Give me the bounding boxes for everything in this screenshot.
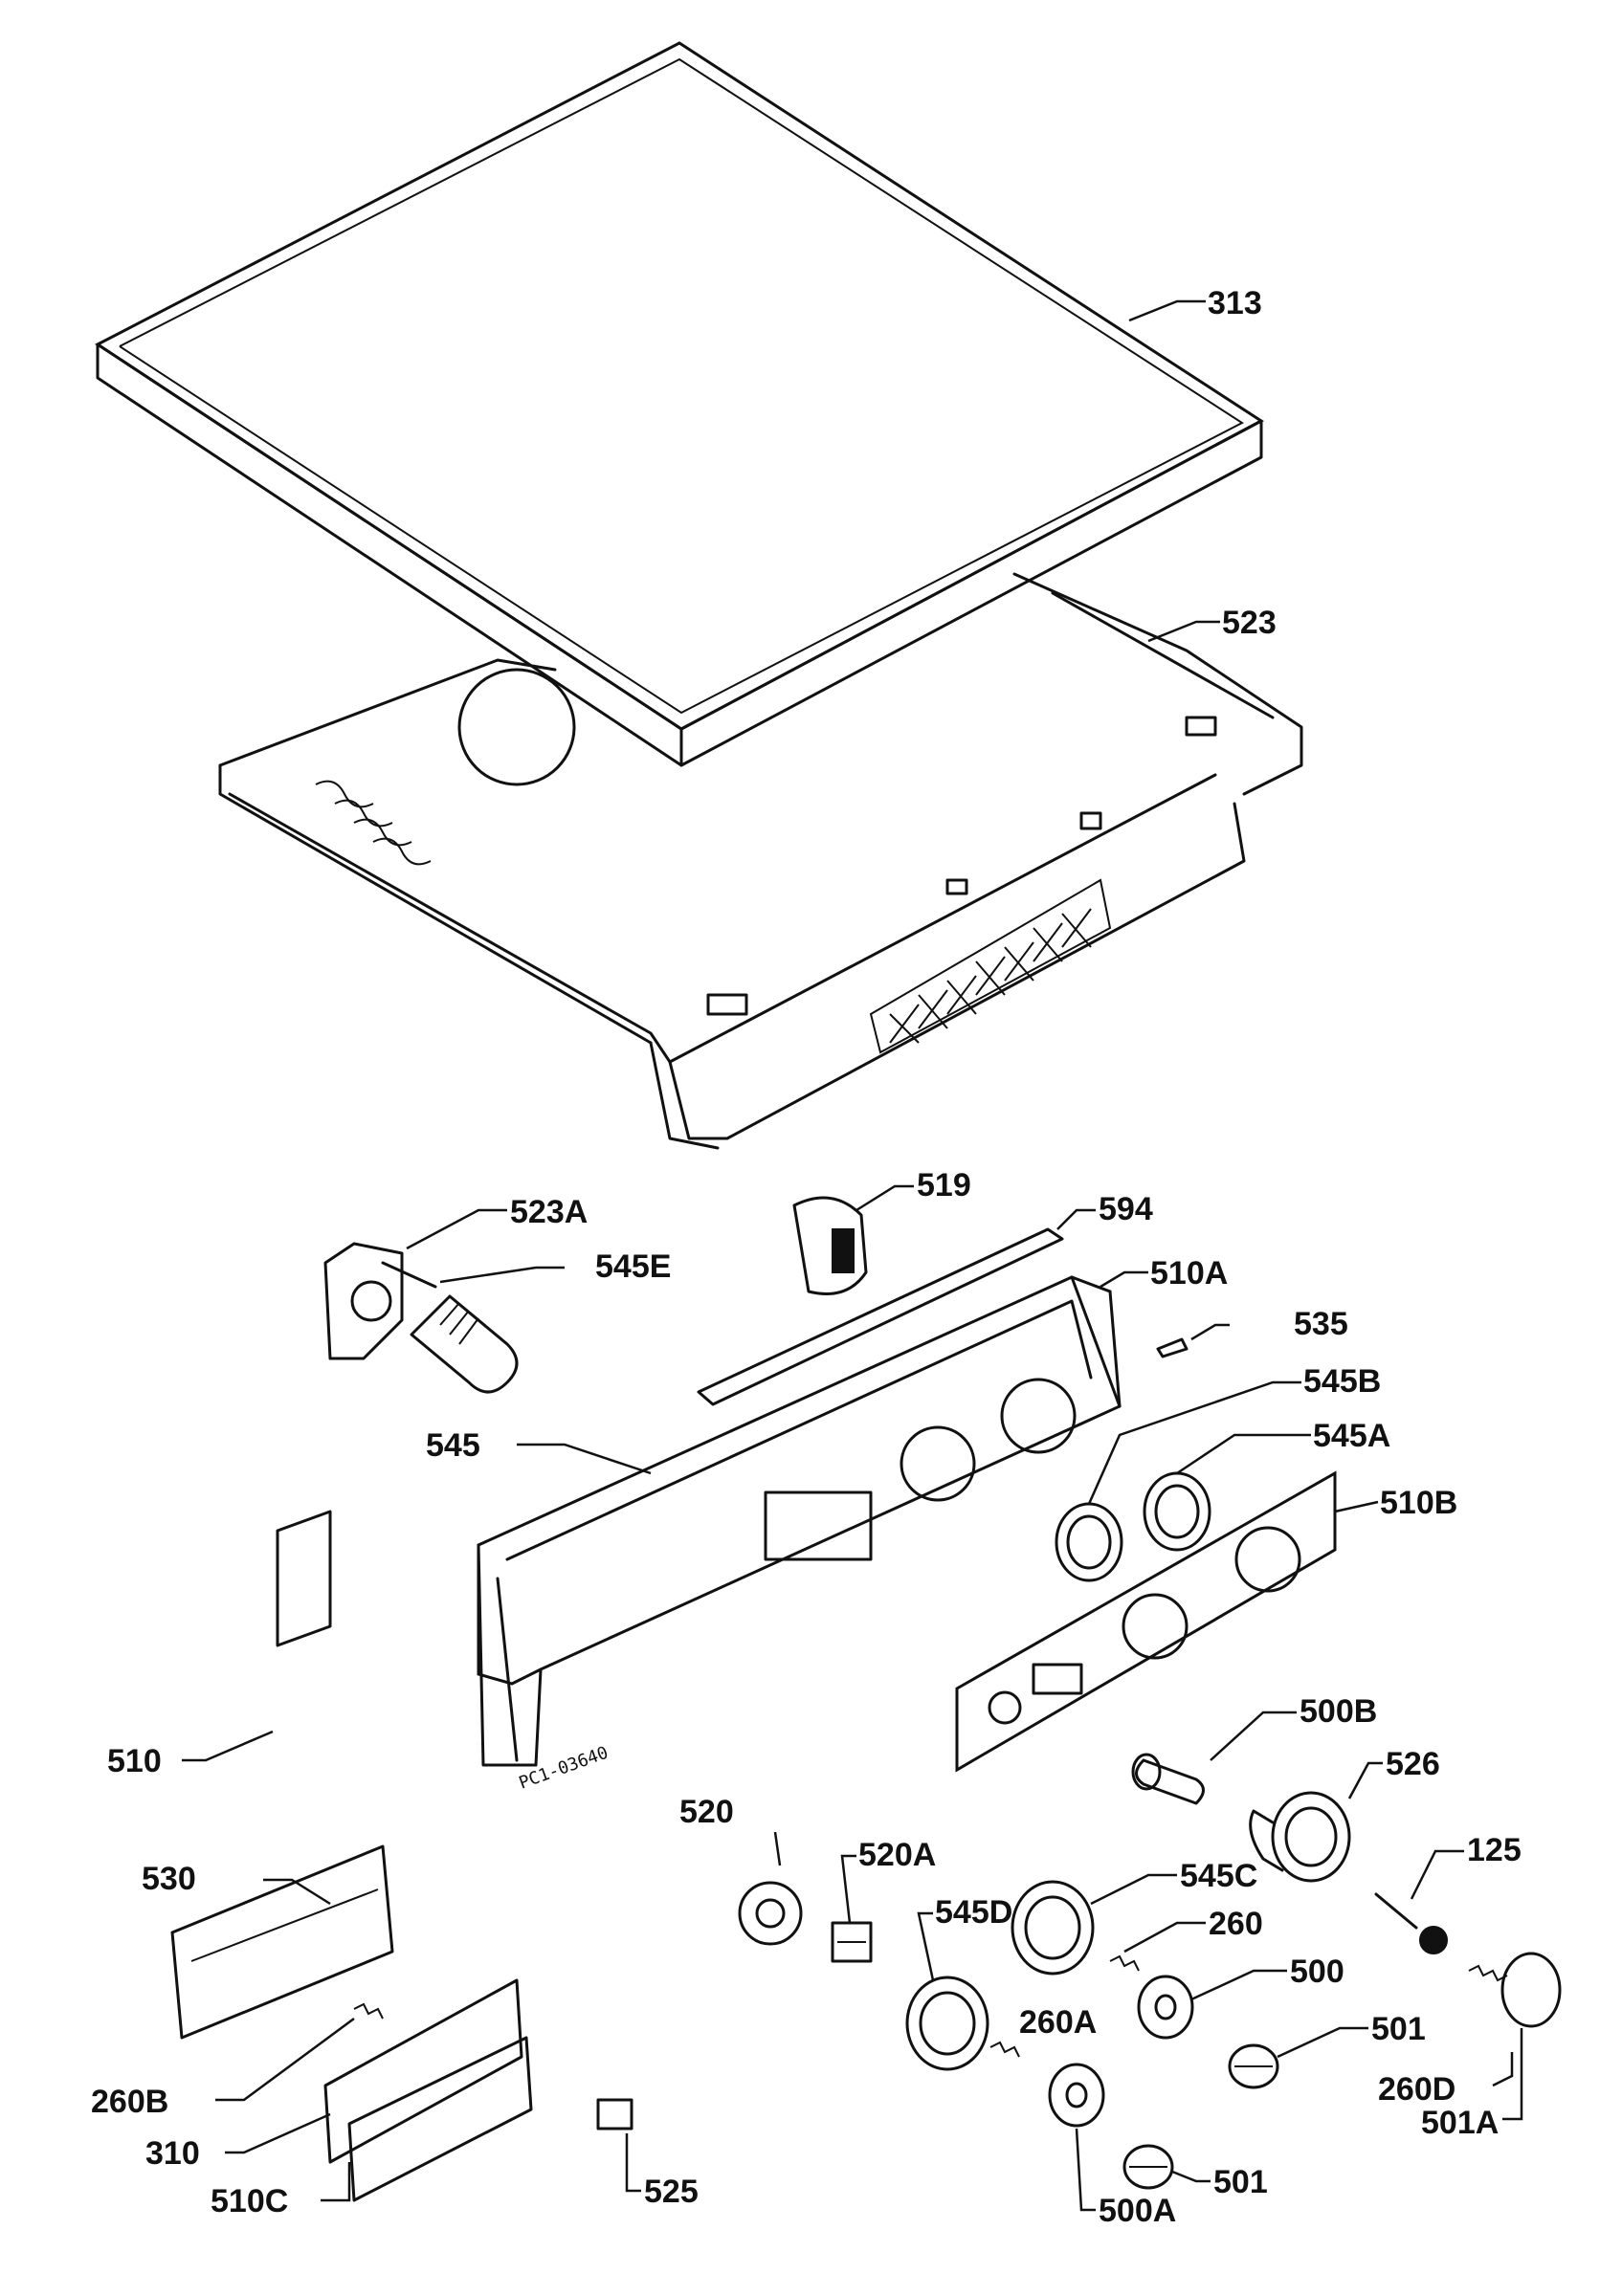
part-260-spring bbox=[1109, 1954, 1140, 1972]
label-545A: 545A bbox=[1313, 1418, 1390, 1454]
label-545C: 545C bbox=[1180, 1858, 1257, 1894]
label-545D: 545D bbox=[935, 1894, 1012, 1931]
label-530: 530 bbox=[142, 1861, 196, 1897]
part-510-strip bbox=[276, 1510, 332, 1647]
part-523A-bracket bbox=[323, 1242, 437, 1360]
part-501-knob-lower bbox=[1122, 2144, 1174, 2190]
label-500B: 500B bbox=[1300, 1693, 1377, 1730]
part-525-clip bbox=[596, 2098, 633, 2130]
label-594: 594 bbox=[1099, 1191, 1153, 1227]
part-310-panel bbox=[323, 1978, 523, 2164]
part-500-shaft bbox=[1137, 1975, 1194, 2040]
label-260D: 260D bbox=[1378, 2071, 1455, 2108]
part-260B-spring bbox=[353, 2002, 384, 2020]
part-526-bushing bbox=[1249, 1791, 1351, 1883]
part-545A-ring bbox=[1143, 1471, 1211, 1552]
label-523: 523 bbox=[1222, 605, 1277, 641]
part-510C-cover bbox=[347, 2036, 533, 2202]
part-501A-cap bbox=[1500, 1952, 1562, 2028]
part-545C-ring bbox=[1011, 1880, 1095, 1976]
label-501: 501 bbox=[1371, 2011, 1426, 2047]
part-523-top-panel bbox=[218, 572, 1303, 1150]
part-594-rod bbox=[697, 1227, 1064, 1406]
part-530-handle bbox=[170, 1844, 394, 2040]
callout-labels: 313 523 523A 545E 519 594 510A 535 545B … bbox=[91, 285, 1522, 2229]
label-510B: 510B bbox=[1380, 1485, 1457, 1521]
part-510A-control-panel bbox=[477, 1275, 1122, 1767]
part-260A-spring bbox=[989, 2041, 1020, 2058]
label-310: 310 bbox=[145, 2135, 200, 2172]
part-260D-spring bbox=[1468, 1964, 1508, 1982]
label-523A: 523A bbox=[510, 1194, 588, 1230]
part-519-switch bbox=[792, 1196, 868, 1295]
label-260A: 260A bbox=[1019, 2004, 1097, 2041]
label-520: 520 bbox=[679, 1794, 734, 1830]
label-260: 260 bbox=[1209, 1906, 1263, 1942]
leader-lines bbox=[182, 299, 1523, 2212]
label-500A: 500A bbox=[1099, 2193, 1176, 2229]
label-510: 510 bbox=[107, 1743, 162, 1779]
part-535-clip bbox=[1156, 1337, 1189, 1358]
label-545: 545 bbox=[426, 1427, 480, 1464]
part-500B-shaft bbox=[1131, 1753, 1205, 1805]
part-510B-fascia bbox=[955, 1470, 1337, 1773]
part-125-pin bbox=[1374, 1892, 1448, 1954]
part-520A-clip bbox=[831, 1921, 873, 1963]
part-500A-shaft bbox=[1048, 2063, 1105, 2128]
part-545D-ring bbox=[905, 1976, 989, 2071]
label-501A: 501A bbox=[1421, 2105, 1499, 2141]
label-526: 526 bbox=[1386, 1746, 1440, 1782]
label-510C: 510C bbox=[211, 2183, 288, 2219]
part-545B-ring bbox=[1055, 1502, 1123, 1582]
label-313: 313 bbox=[1208, 285, 1262, 321]
label-535: 535 bbox=[1294, 1306, 1348, 1342]
part-501-knob bbox=[1228, 2043, 1279, 2089]
part-545E-connector bbox=[410, 1294, 519, 1394]
label-125: 125 bbox=[1467, 1832, 1522, 1868]
drawing-code: PC1-03640 bbox=[517, 1743, 611, 1794]
label-519: 519 bbox=[917, 1167, 971, 1203]
label-501-lower: 501 bbox=[1213, 2164, 1268, 2200]
label-260B: 260B bbox=[91, 2084, 168, 2120]
label-545E: 545E bbox=[595, 1248, 671, 1285]
label-545B: 545B bbox=[1303, 1363, 1381, 1400]
label-500: 500 bbox=[1290, 1954, 1344, 1990]
part-520-switch bbox=[738, 1881, 803, 1946]
label-525: 525 bbox=[644, 2174, 699, 2210]
label-510A: 510A bbox=[1150, 1255, 1228, 1292]
part-313-lid bbox=[95, 41, 1264, 767]
label-520A: 520A bbox=[858, 1837, 936, 1873]
